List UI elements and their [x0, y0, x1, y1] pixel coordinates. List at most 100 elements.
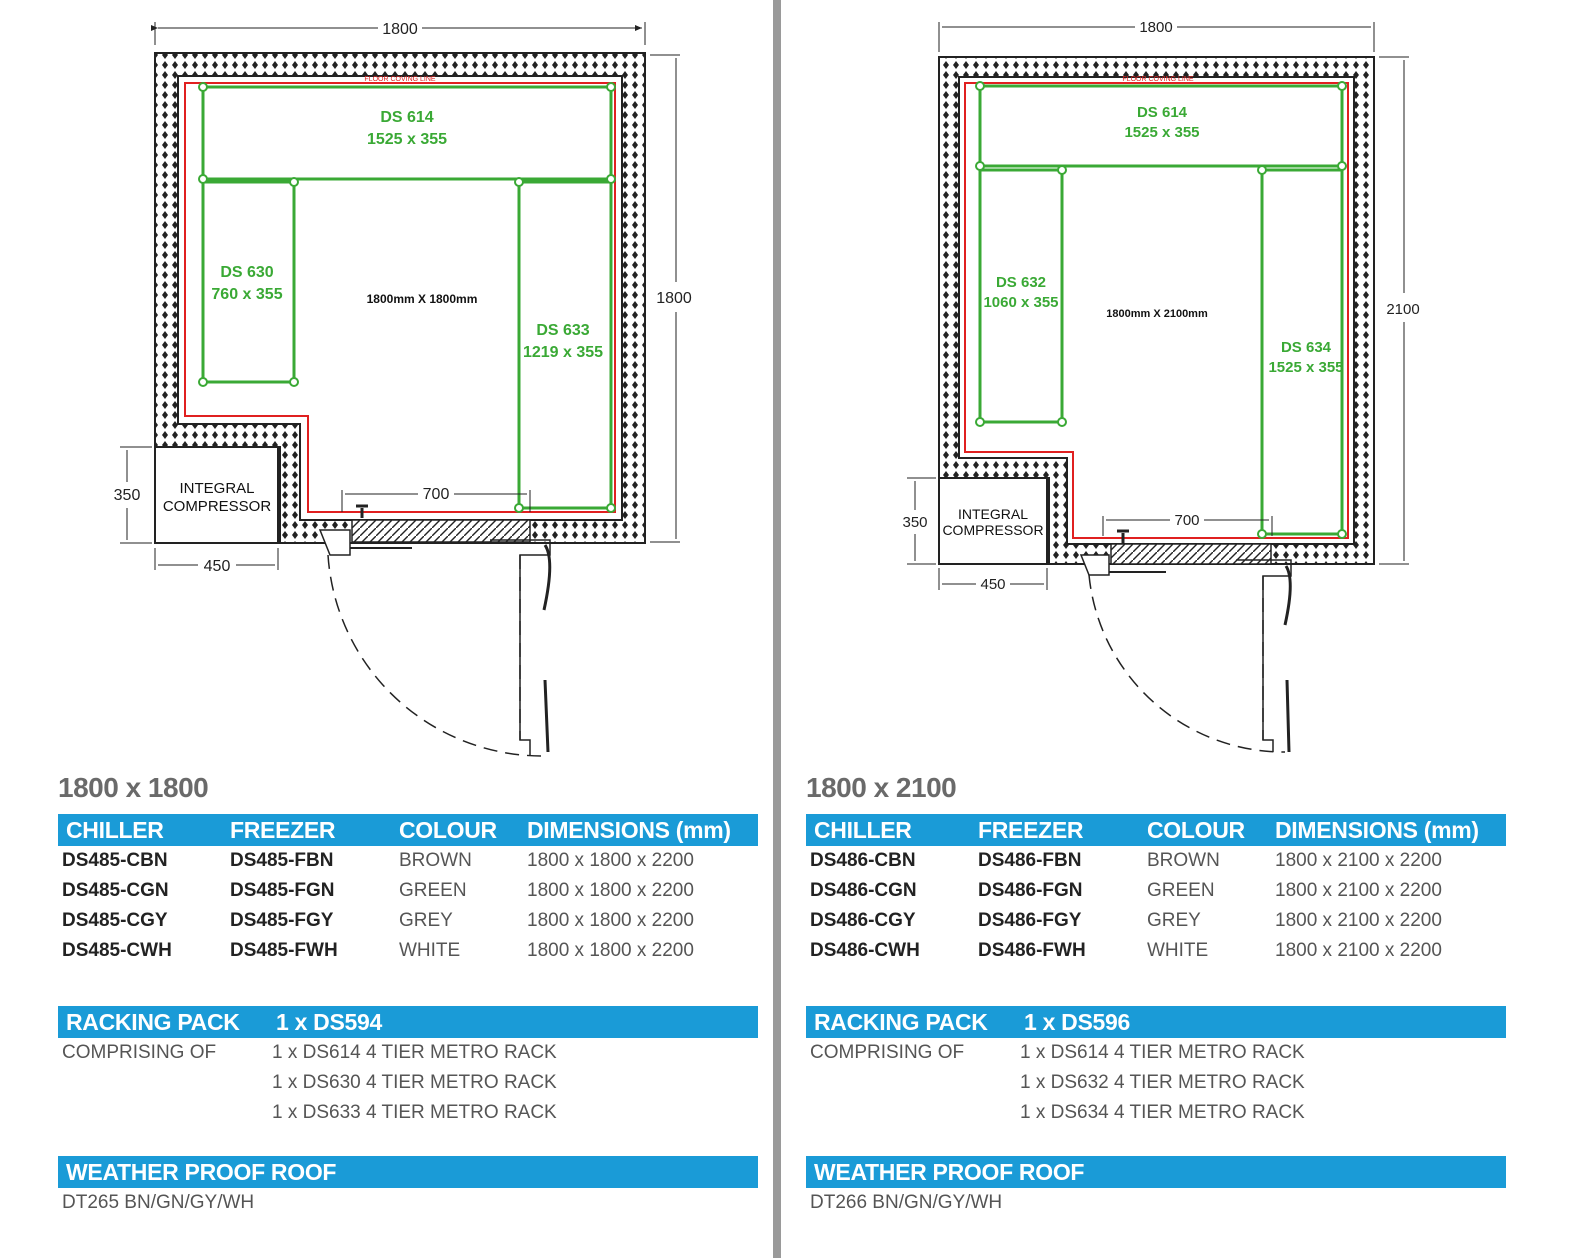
rack-item: 1 x DS630 4 TIER METRO RACK [272, 1072, 557, 1093]
list-item: DT265 BN/GN/GY/WH [58, 1188, 758, 1218]
rack-item: 1 x DS614 4 TIER METRO RACK [272, 1042, 557, 1063]
dimensions-value: 1800 x 2100 x 2200 [1275, 880, 1442, 901]
overall-width-label: 1800 [1139, 19, 1172, 36]
chiller-code: DS485-CWH [62, 940, 172, 961]
roof-code: DT265 BN/GN/GY/WH [62, 1192, 255, 1213]
spec-table-header: CHILLER FREEZER COLOUR DIMENSIONS (mm) [806, 814, 1506, 846]
dimensions-value: 1800 x 2100 x 2200 [1275, 850, 1442, 871]
floor-plan-left: 1800 1800 FLOOR COVING LINE DS 614 1525 … [114, 21, 692, 757]
compressor-width-label: 450 [980, 576, 1005, 593]
table-row: DS486-CBN DS486-FBN BROWN 1800 x 2100 x 220… [806, 846, 1506, 876]
racking-pack-code: 1 x DS596 [1024, 1009, 1130, 1035]
list-item: DT266 BN/GN/GY/WH [806, 1188, 1506, 1218]
colour-value: GREEN [399, 880, 467, 901]
compressor-label-1: INTEGRAL [179, 480, 254, 497]
header-freezer: FREEZER [230, 817, 336, 843]
freezer-code: DS485-FBN [230, 850, 334, 871]
shelf-size-top: 1525 x 355 [367, 131, 447, 148]
chiller-code: DS486-CWH [810, 940, 920, 961]
dimensions-value: 1800 x 2100 x 2200 [1275, 910, 1442, 931]
colour-value: GREY [1147, 910, 1201, 931]
list-item: 1 x DS630 4 TIER METRO RACK [58, 1068, 758, 1098]
chiller-code: DS485-CGY [62, 910, 168, 931]
colour-value: BROWN [1147, 850, 1220, 871]
chiller-code: DS485-CBN [62, 850, 168, 871]
roof-label: WEATHER PROOF ROOF [66, 1159, 337, 1185]
spec-panel-left: 1800 x 1800 CHILLER FREEZER COLOUR DIMEN… [58, 772, 758, 1218]
shelf-code-right: DS 634 [1281, 339, 1332, 356]
spec-table-header: CHILLER FREEZER COLOUR DIMENSIONS (mm) [58, 814, 758, 846]
racking-pack-label: RACKING PACK [814, 1009, 988, 1035]
model-size-title: 1800 x 2100 [806, 772, 957, 803]
colour-value: WHITE [1147, 940, 1209, 961]
colour-value: GREY [399, 910, 453, 931]
door-width-label: 700 [1174, 512, 1199, 529]
freezer-code: DS486-FGN [978, 880, 1083, 901]
list-item: 1 x DS633 4 TIER METRO RACK [58, 1098, 758, 1128]
table-row: DS486-CGY DS486-FGY GREY 1800 x 2100 x 2200 [806, 906, 1506, 936]
freezer-code: DS485-FGN [230, 880, 335, 901]
compressor-label-2: COMPRESSOR [163, 498, 272, 515]
table-row: DS486-CWH DS486-FWH WHITE 1800 x 2100 x 220… [806, 936, 1506, 966]
freezer-code: DS486-FGY [978, 910, 1082, 931]
chiller-code: DS486-CBN [810, 850, 916, 871]
table-row: DS485-CBN DS485-FBN BROWN 1800 x 1800 x 220… [58, 846, 758, 876]
shelf-code-right: DS 633 [536, 322, 589, 339]
header-colour: COLOUR [1147, 817, 1245, 843]
roof-label: WEATHER PROOF ROOF [814, 1159, 1085, 1185]
floor-plan-right: 1800 2100 FLOOR COVING LINE DS 614 1525 … [902, 19, 1420, 753]
shelf-code-left: DS 630 [220, 264, 273, 281]
list-item: 1 x DS632 4 TIER METRO RACK [806, 1068, 1506, 1098]
chiller-code: DS486-CGN [810, 880, 917, 901]
header-dimensions: DIMENSIONS (mm) [527, 817, 731, 843]
racking-pack-label: RACKING PACK [66, 1009, 240, 1035]
compressor-depth-label: 350 [902, 514, 927, 531]
shelf-size-left: 1060 x 355 [983, 294, 1058, 311]
shelf-code-top: DS 614 [380, 109, 433, 126]
chiller-code: DS485-CGN [62, 880, 169, 901]
rack-item: 1 x DS634 4 TIER METRO RACK [1020, 1102, 1305, 1123]
table-row: DS485-CWH DS485-FWH WHITE 1800 x 1800 x 220… [58, 936, 758, 966]
shelf-size-left: 760 x 355 [211, 286, 282, 303]
freezer-code: DS486-FWH [978, 940, 1086, 961]
colour-value: BROWN [399, 850, 472, 871]
comprising-label: COMPRISING OF [62, 1042, 217, 1063]
rack-item: 1 x DS633 4 TIER METRO RACK [272, 1102, 557, 1123]
roof-code: DT266 BN/GN/GY/WH [810, 1192, 1003, 1213]
shelf-code-top: DS 614 [1137, 104, 1188, 121]
list-item: COMPRISING OF 1 x DS614 4 TIER METRO RACK [58, 1038, 758, 1068]
freezer-code: DS486-FBN [978, 850, 1082, 871]
chiller-code: DS486-CGY [810, 910, 916, 931]
shelf-size-right: 1525 x 355 [1268, 359, 1343, 376]
header-chiller: CHILLER [66, 817, 164, 843]
interior-size-label: 1800mm X 2100mm [1106, 308, 1208, 320]
overall-depth-label: 2100 [1386, 301, 1419, 318]
shelf-code-left: DS 632 [996, 274, 1046, 291]
door-width-label: 700 [423, 486, 450, 503]
comprising-label: COMPRISING OF [810, 1042, 965, 1063]
shelf-size-right: 1219 x 355 [523, 344, 603, 361]
header-colour: COLOUR [399, 817, 497, 843]
header-dimensions: DIMENSIONS (mm) [1275, 817, 1479, 843]
freezer-code: DS485-FWH [230, 940, 338, 961]
overall-depth-label: 1800 [656, 290, 692, 307]
compressor-depth-label: 350 [114, 487, 141, 504]
compressor-label-2: COMPRESSOR [942, 522, 1043, 538]
model-size-title: 1800 x 1800 [58, 772, 209, 803]
dimensions-value: 1800 x 1800 x 2200 [527, 940, 694, 961]
dimensions-value: 1800 x 1800 x 2200 [527, 850, 694, 871]
header-chiller: CHILLER [814, 817, 912, 843]
list-item: 1 x DS634 4 TIER METRO RACK [806, 1098, 1506, 1128]
compressor-label-1: INTEGRAL [958, 506, 1028, 522]
table-row: DS485-CGN DS485-FGN GREEN 1800 x 1800 x 220… [58, 876, 758, 906]
racking-pack-code: 1 x DS594 [276, 1009, 382, 1035]
shelf-size-top: 1525 x 355 [1124, 124, 1199, 141]
dimensions-value: 1800 x 1800 x 2200 [527, 880, 694, 901]
overall-width-label: 1800 [382, 21, 418, 38]
dimensions-value: 1800 x 2100 x 2200 [1275, 940, 1442, 961]
colour-value: WHITE [399, 940, 461, 961]
compressor-width-label: 450 [204, 558, 231, 575]
